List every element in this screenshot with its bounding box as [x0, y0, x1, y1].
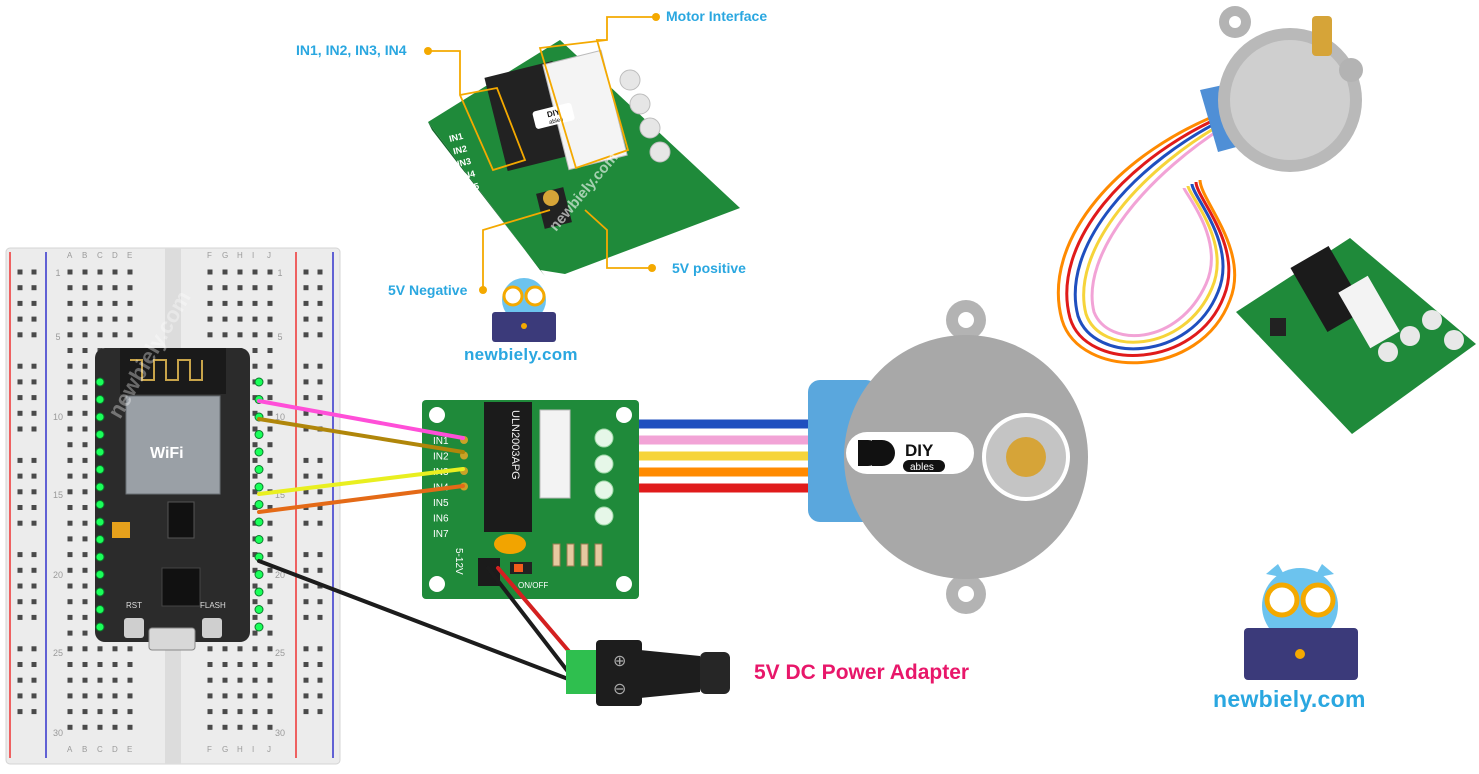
breadboard-row-label: 25: [275, 648, 285, 658]
breadboard-column-label: A: [67, 745, 73, 754]
esp8266-board: WiFi RST FLASH: [95, 348, 264, 651]
site-logo-large: newbiely.com: [1213, 686, 1366, 712]
top-board-pin-label: IN1: [448, 131, 464, 144]
top-board-leds: [619, 69, 671, 163]
breadboard-column-label: C: [97, 745, 103, 754]
driver-pin-label: IN6: [433, 514, 449, 525]
callout-inputs: IN1, IN2, IN3, IN4: [296, 42, 407, 58]
breadboard-row-label: 20: [53, 570, 63, 580]
capacitor: [112, 522, 130, 538]
breadboard-column-label: F: [207, 251, 212, 260]
breadboard-row-label: 1: [55, 268, 60, 278]
breadboard-column-label: F: [207, 745, 212, 754]
top-board-pin-label: IN7: [472, 206, 488, 219]
breadboard-row-label: 1: [277, 268, 282, 278]
motor-brand-bottom: ables: [910, 462, 934, 473]
driver-pin-label: IN7: [433, 529, 449, 540]
micro-usb-port: [148, 627, 196, 651]
breadboard-row-label: 15: [275, 490, 285, 500]
rst-button: [124, 618, 144, 638]
breadboard-column-label: D: [112, 251, 118, 260]
breadboard-column-label: J: [267, 745, 271, 754]
breadboard-row-label: 30: [275, 728, 285, 738]
breadboard-row-label: 15: [53, 490, 63, 500]
breadboard-row-label: 20: [275, 570, 285, 580]
breadboard-column-label: B: [82, 251, 87, 260]
photo-driver-board: SBT0811 5-12V: [1236, 238, 1476, 434]
top-board-pin-label: IN3: [456, 156, 472, 169]
driver-pin-label: IN1: [433, 436, 449, 447]
breadboard-row-label: 10: [275, 412, 285, 422]
chip-label: ULN2003APG: [509, 410, 521, 480]
motor-brand-top: DIY: [905, 441, 934, 460]
breadboard-column-label: G: [222, 745, 228, 754]
breadboard-column-label: H: [237, 745, 243, 754]
breadboard-column-label: J: [267, 251, 271, 260]
top-board-pin-label: IN5: [464, 181, 480, 194]
signal-wires: [257, 399, 580, 684]
driver-pin-label: IN2: [433, 452, 449, 463]
site-logo-small: newbiely.com: [464, 345, 578, 364]
antenna-trace: [130, 359, 203, 381]
usb-chip: [161, 567, 201, 607]
breadboard-column-label: H: [237, 251, 243, 260]
breadboard-row-label: 10: [53, 412, 63, 422]
breadboard-row-label: 5: [55, 332, 60, 342]
breadboard-column-label: E: [127, 745, 132, 754]
wifi-logo: WiFi: [150, 445, 184, 462]
switch-label: ON/OFF: [518, 581, 548, 590]
photo-motor-kit: [1056, 6, 1363, 365]
driver-capacitor: [494, 534, 526, 554]
breadboard-column-label: C: [97, 251, 103, 260]
top-board-pin-label: IN4: [460, 168, 476, 181]
driver-pin-label: IN5: [433, 498, 449, 509]
voltage-label: 5-12V: [453, 548, 464, 575]
top-board-pin-label: IN6: [468, 193, 484, 206]
breadboard-column-label: A: [67, 251, 73, 260]
motor-connector: [539, 409, 571, 499]
minus-symbol: ⊖: [613, 681, 626, 698]
driver-resistors: [552, 543, 603, 567]
plus-symbol: ⊕: [613, 653, 626, 670]
svg-text:ables: ables: [548, 117, 563, 126]
flash-label: FLASH: [200, 601, 226, 610]
breadboard-column-label: D: [112, 745, 118, 754]
driver-leds: [594, 428, 614, 526]
breadboard-column-label: I: [252, 745, 254, 754]
flash-button: [202, 618, 222, 638]
owl-mascot-large: [1244, 564, 1358, 680]
rst-label: RST: [126, 601, 142, 610]
dc-power-adapter: ⊕ ⊖: [566, 640, 730, 706]
uln2003-chip: [484, 402, 532, 532]
breadboard-column-label: B: [82, 745, 87, 754]
breadboard-row-label: 5: [277, 332, 282, 342]
breadboard-column-label: I: [252, 251, 254, 260]
owl-mascot-small: [492, 278, 556, 342]
breadboard-column-label: E: [127, 251, 132, 260]
stepper-motor: DIY ables: [808, 300, 1088, 614]
breadboard-row-label: 30: [53, 728, 63, 738]
callout-motor-interface: Motor Interface: [666, 8, 768, 24]
breadboard-column-label: G: [222, 251, 228, 260]
breadboard-row-label: 25: [53, 648, 63, 658]
callout-5v-negative: 5V Negative: [388, 282, 468, 298]
callout-lines: [428, 16, 656, 288]
callout-5v-positive: 5V positive: [672, 260, 746, 276]
power-adapter-label: 5V DC Power Adapter: [754, 661, 970, 684]
top-board-pin-label: IN2: [452, 143, 468, 156]
